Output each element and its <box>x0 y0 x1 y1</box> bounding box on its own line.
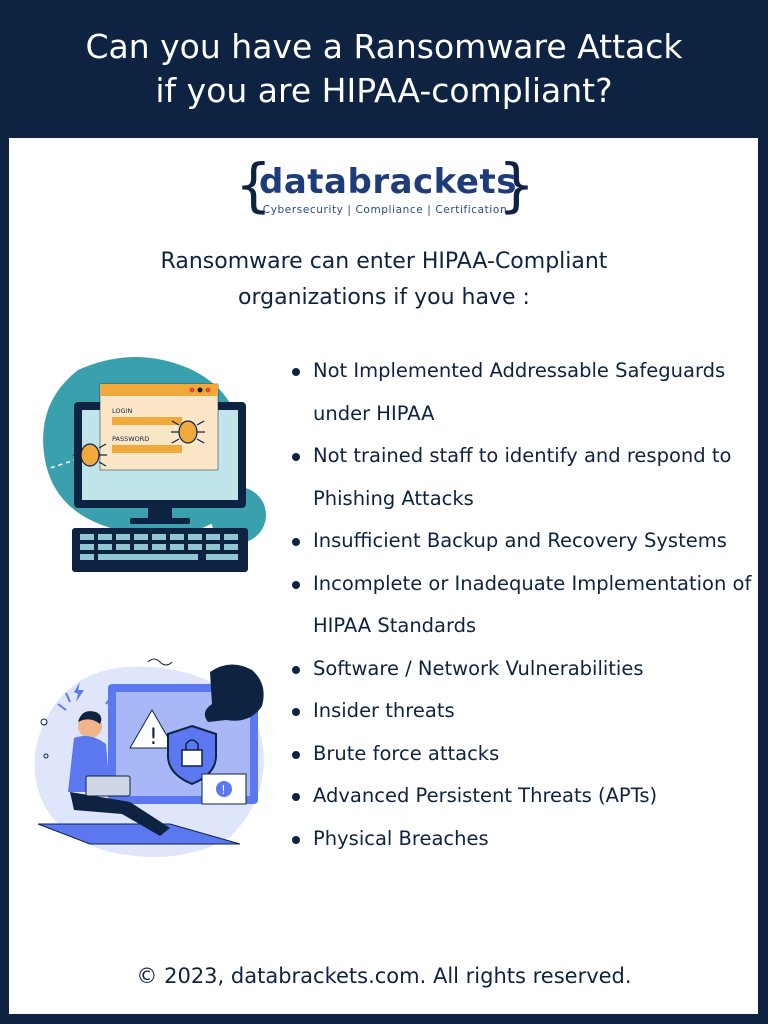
list-item: Not trained staff to identify and respon… <box>292 435 752 520</box>
title-line-2: if you are HIPAA-compliant? <box>155 71 613 110</box>
list-item: Insider threats <box>292 690 752 733</box>
bug-icon <box>171 420 205 444</box>
lock-shackle <box>185 739 199 750</box>
bug-icon <box>73 443 107 467</box>
list-item: Brute force attacks <box>292 733 752 776</box>
keyboard-keys <box>80 534 238 560</box>
list-item: Advanced Persistent Threats (APTs) <box>292 775 752 818</box>
infected-computer-illustration: LOGIN PASSWORD <box>42 356 270 572</box>
title-line-1: Can you have a Ransomware Attack <box>85 27 683 66</box>
intro-text: Ransomware can enter HIPAA-Compliant org… <box>60 244 708 316</box>
intro-line-2: organizations if you have : <box>238 285 530 310</box>
window-dot-green <box>205 387 211 393</box>
databrackets-logo: { databrackets Cybersecurity | Complianc… <box>235 152 535 224</box>
laptop-base <box>37 823 241 845</box>
password-label: PASSWORD <box>112 435 149 443</box>
hacker-head <box>216 666 240 690</box>
decor-squiggle <box>147 658 173 666</box>
login-field <box>112 417 182 425</box>
logo-name: databrackets <box>259 162 517 202</box>
list-item: Insufficient Backup and Recovery Systems <box>292 520 752 563</box>
logo-close-brace: } <box>498 151 535 219</box>
alert-info-icon <box>216 781 232 797</box>
list-item: Software / Network Vulnerabilities <box>292 648 752 691</box>
window-dot-red <box>189 387 195 393</box>
content-panel <box>7 138 760 1014</box>
warning-icon <box>129 709 175 749</box>
stress-lines <box>57 692 113 711</box>
list-item: Not Implemented Addressable Safeguards u… <box>292 350 752 435</box>
login-label: LOGIN <box>112 407 132 415</box>
person-laptop <box>85 775 131 797</box>
login-window <box>99 383 219 471</box>
monitor-stand <box>148 508 172 520</box>
logo-open-brace: { <box>235 151 272 219</box>
login-window-titlebar <box>100 384 218 396</box>
person-hair <box>78 711 102 724</box>
logo-tagline: Cybersecurity | Compliance | Certificati… <box>262 204 508 216</box>
decor-circle <box>40 718 48 726</box>
person-legs <box>70 792 170 836</box>
lightning-icon <box>74 682 84 702</box>
phishing-attack-illustration: ! ! <box>34 658 264 857</box>
risk-factors-list: Not Implemented Addressable Safeguards u… <box>292 350 752 860</box>
alert-info-glyph: ! <box>221 783 226 797</box>
intro-line-1: Ransomware can enter HIPAA-Compliant <box>160 249 608 274</box>
decor-circle <box>43 753 49 759</box>
window-dot-orange <box>197 387 203 393</box>
page-header: Can you have a Ransomware Attack if you … <box>0 0 768 138</box>
password-field <box>112 445 182 453</box>
warning-exclamation: ! <box>149 725 158 750</box>
list-item: Physical Breaches <box>292 818 752 861</box>
lock-body <box>181 749 203 767</box>
monitor-base <box>130 518 190 524</box>
copyright-footer: © 2023, databrackets.com. All rights res… <box>136 964 632 988</box>
list-item: Incomplete or Inadequate Implementation … <box>292 563 752 648</box>
page-title: Can you have a Ransomware Attack if you … <box>85 25 682 113</box>
